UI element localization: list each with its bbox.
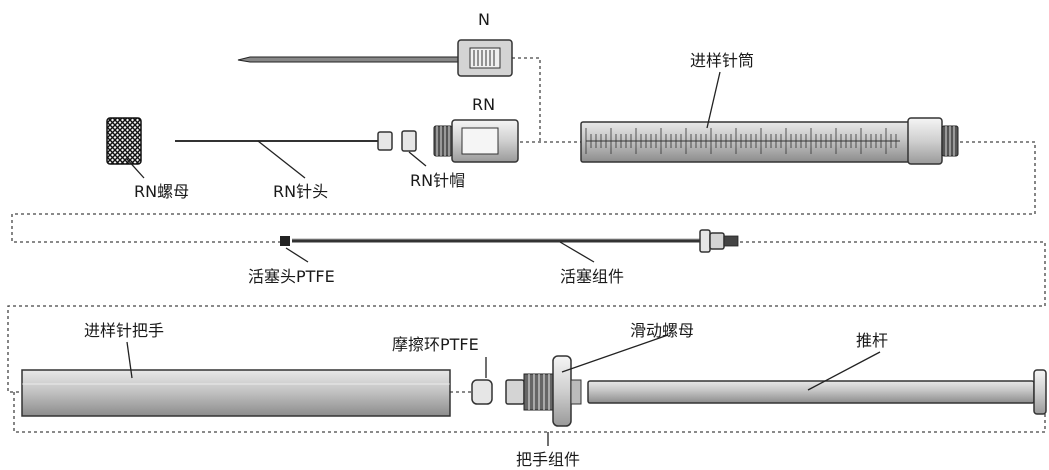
label-plunger-assembly: 活塞组件: [560, 267, 624, 286]
syringe-handle-part: [21, 369, 451, 417]
label-syringe-handle: 进样针把手: [84, 321, 164, 340]
label-barrel: 进样针筒: [690, 51, 754, 70]
label-rn-cap: RN针帽: [410, 171, 465, 190]
leader-lines: [125, 71, 881, 446]
label-push-rod: 推杆: [856, 331, 888, 350]
rn-cap-part: [377, 130, 417, 152]
rn-nut-part: [106, 117, 142, 165]
label-n: N: [478, 10, 490, 29]
label-rn-nut: RN螺母: [134, 182, 189, 201]
connection-lines: [7, 57, 1046, 433]
part-labels: 进样针筒 RN螺母 RN针头 RN针帽 活塞头PTFE 活塞组件 进样针把手 摩…: [84, 51, 888, 469]
label-plunger-tip: 活塞头PTFE: [248, 267, 335, 286]
sliding-nut-part: [505, 355, 582, 427]
push-rod-part: [587, 369, 1047, 415]
n-needle-part: N: [237, 10, 513, 77]
label-rn: RN: [472, 95, 495, 114]
barrel-part: [580, 117, 959, 165]
label-sliding-nut: 滑动螺母: [630, 321, 694, 340]
plunger-assembly-part: [292, 229, 739, 253]
plunger-tip-part: [280, 236, 290, 246]
label-handle-assembly: 把手组件: [516, 450, 580, 469]
label-rn-needle: RN针头: [273, 182, 328, 201]
rn-hub-part: RN: [433, 95, 519, 163]
label-friction-ring: 摩擦环PTFE: [392, 335, 479, 354]
friction-ring-part: [471, 379, 493, 405]
